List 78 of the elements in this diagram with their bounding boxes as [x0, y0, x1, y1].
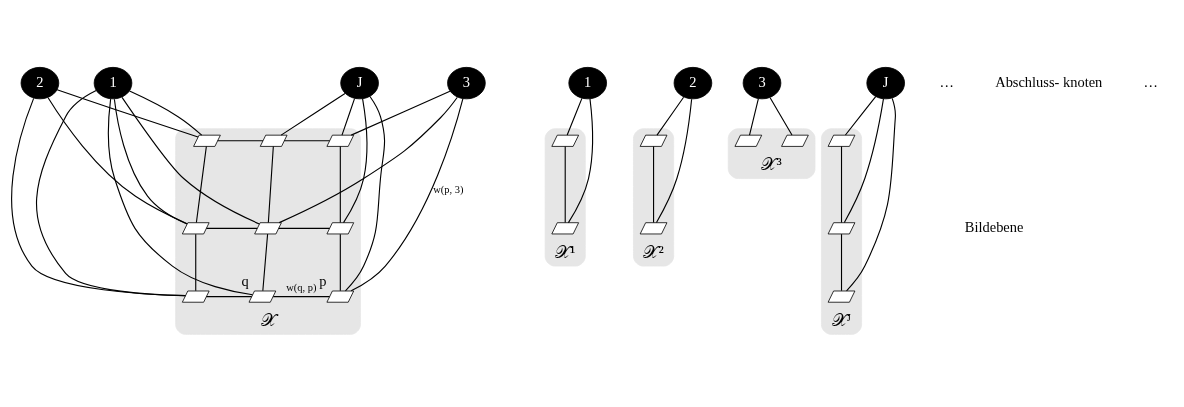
connector	[129, 90, 203, 136]
connector	[113, 98, 188, 225]
connector	[36, 89, 186, 296]
label: Bildebene	[964, 218, 1024, 235]
node-parallelogram	[193, 134, 221, 147]
node-parallelogram	[248, 290, 277, 303]
node-parallelogram	[551, 134, 579, 147]
connector	[840, 145, 843, 223]
node-parallelogram	[259, 134, 288, 147]
connector	[195, 233, 197, 291]
connector	[267, 145, 274, 223]
cluster: 𝒳³	[727, 127, 816, 179]
connector	[11, 97, 187, 296]
cluster: 𝒳²	[633, 127, 675, 266]
edge-label: w(q, p)	[286, 281, 317, 293]
node-label: p	[319, 272, 327, 289]
connector	[262, 233, 269, 291]
connector	[56, 88, 199, 138]
node-parallelogram	[827, 134, 856, 147]
connector	[107, 98, 254, 295]
connector	[283, 139, 331, 141]
node-parallelogram	[827, 290, 856, 303]
connector	[341, 97, 356, 136]
node-parallelogram	[639, 134, 668, 147]
connector	[343, 97, 368, 223]
node-ellipse: 3	[742, 66, 782, 99]
connector	[350, 90, 451, 136]
cluster: 𝒳¹	[544, 127, 586, 266]
connector	[272, 295, 331, 297]
node-parallelogram	[639, 221, 668, 234]
connector	[280, 92, 346, 136]
node-ellipse: 2	[20, 66, 60, 99]
edge-label: w(p, 3)	[433, 183, 464, 195]
connector	[205, 227, 258, 229]
node-ellipse: 2	[673, 66, 713, 99]
connector	[566, 97, 583, 136]
connector	[278, 96, 458, 223]
node-parallelogram	[181, 221, 210, 234]
node-ellipse: 3	[447, 66, 486, 99]
node-parallelogram	[326, 221, 355, 234]
connector	[278, 227, 331, 229]
connector	[844, 95, 877, 136]
connector	[195, 145, 207, 223]
label: Abschluss- knoten	[995, 73, 1103, 90]
connector	[656, 96, 685, 136]
connector	[653, 145, 655, 223]
node-parallelogram	[181, 290, 210, 303]
node-ellipse: J	[340, 66, 379, 99]
connector	[655, 98, 693, 223]
label: …	[1143, 73, 1158, 90]
node-parallelogram	[781, 134, 809, 147]
connector	[339, 233, 341, 291]
node-parallelogram	[254, 221, 282, 234]
connector	[121, 96, 260, 224]
connector	[217, 139, 264, 141]
connector	[47, 96, 188, 224]
connector	[567, 97, 594, 223]
connector	[344, 95, 386, 291]
connector	[840, 233, 843, 291]
connector	[748, 97, 759, 136]
node-parallelogram	[326, 290, 355, 303]
node-label: q	[241, 272, 249, 289]
connector	[205, 295, 253, 297]
cluster: 𝒳ᴶ	[821, 127, 862, 335]
connector	[843, 97, 884, 223]
node-parallelogram	[827, 221, 856, 234]
connector	[846, 97, 896, 291]
node-parallelogram	[326, 134, 355, 147]
node-ellipse: J	[866, 66, 905, 99]
connector	[350, 97, 464, 291]
label: …	[939, 73, 954, 90]
node-ellipse: 1	[93, 66, 133, 99]
connector	[339, 145, 341, 223]
node-ellipse: 1	[568, 66, 607, 99]
node-parallelogram	[551, 221, 579, 234]
connector	[769, 96, 793, 135]
node-parallelogram	[734, 134, 763, 147]
connector	[564, 145, 566, 223]
